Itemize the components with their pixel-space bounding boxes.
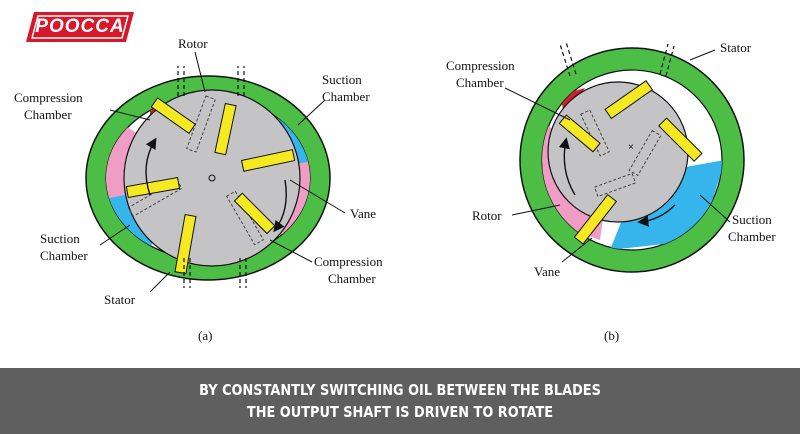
label-a-suction-bottom-2: Chamber xyxy=(40,248,88,263)
vane-a-3 xyxy=(240,149,296,172)
vane-a-1 xyxy=(150,97,196,134)
label-a-suction-bottom-1: Suction xyxy=(40,231,80,246)
rotation-arrow-b-bottom xyxy=(637,204,676,227)
label-a-stator: Stator xyxy=(104,292,136,307)
vane-b-1 xyxy=(604,80,654,120)
figure-a: Rotor Compression Chamber Suction Chambe… xyxy=(14,36,383,343)
label-a-rotor: Rotor xyxy=(178,36,208,51)
vanes-a xyxy=(125,97,296,275)
vane-a-4 xyxy=(125,176,181,199)
vane-b-4 xyxy=(573,193,618,245)
label-a-suction-top-2: Chamber xyxy=(322,89,370,104)
label-a-suction-top-1: Suction xyxy=(322,72,362,87)
label-b-compression-2: Chamber xyxy=(456,75,504,90)
vane-b-3 xyxy=(658,117,703,162)
rotation-arrow-a-right xyxy=(273,179,287,233)
label-b-vane: Vane xyxy=(534,264,560,279)
banner-line-1: BY CONSTANTLY SWITCHING OIL BETWEEN THE … xyxy=(199,381,601,399)
brand-logo: POOCCA xyxy=(24,10,136,44)
caption-a: (a) xyxy=(198,328,212,343)
rotation-arrow-b-left xyxy=(558,137,576,196)
vane-a-6 xyxy=(233,192,276,235)
leader-lines-b xyxy=(504,49,731,263)
label-b-suction-2: Chamber xyxy=(728,229,776,244)
label-a-compression-top-1: Compression xyxy=(14,90,83,105)
svg-text:×: × xyxy=(628,142,634,153)
leader-lines-a xyxy=(99,51,346,293)
vane-a-5 xyxy=(174,213,197,275)
rotor-a xyxy=(123,89,301,267)
vane-slots-b xyxy=(580,109,662,198)
caption-b: (b) xyxy=(604,328,619,343)
banner-line-2: THE OUTPUT SHAFT IS DRIVEN TO ROTATE xyxy=(246,403,554,421)
label-a-compression-bottom-1: Compression xyxy=(314,254,383,269)
label-a-vane: Vane xyxy=(350,206,376,221)
vane-a-2 xyxy=(214,102,237,156)
vanes-b xyxy=(558,80,703,245)
caption-banner: BY CONSTANTLY SWITCHING OIL BETWEEN THE … xyxy=(0,368,800,434)
label-b-rotor: Rotor xyxy=(472,208,502,223)
label-a-compression-bottom-2: Chamber xyxy=(328,271,376,286)
vane-b-2 xyxy=(558,114,601,153)
ports-b xyxy=(559,41,675,77)
figure-b: × Compression Chamber Stator Rotor Sucti… xyxy=(446,40,776,343)
label-b-stator: Stator xyxy=(720,40,752,55)
label-b-suction-1: Suction xyxy=(732,212,772,227)
rotation-arrow-a-left xyxy=(145,137,157,196)
label-a-compression-top-2: Chamber xyxy=(24,107,72,122)
brand-logo-text: POOCCA xyxy=(35,16,125,37)
label-b-compression-1: Compression xyxy=(446,58,515,73)
ports-a xyxy=(177,66,247,288)
